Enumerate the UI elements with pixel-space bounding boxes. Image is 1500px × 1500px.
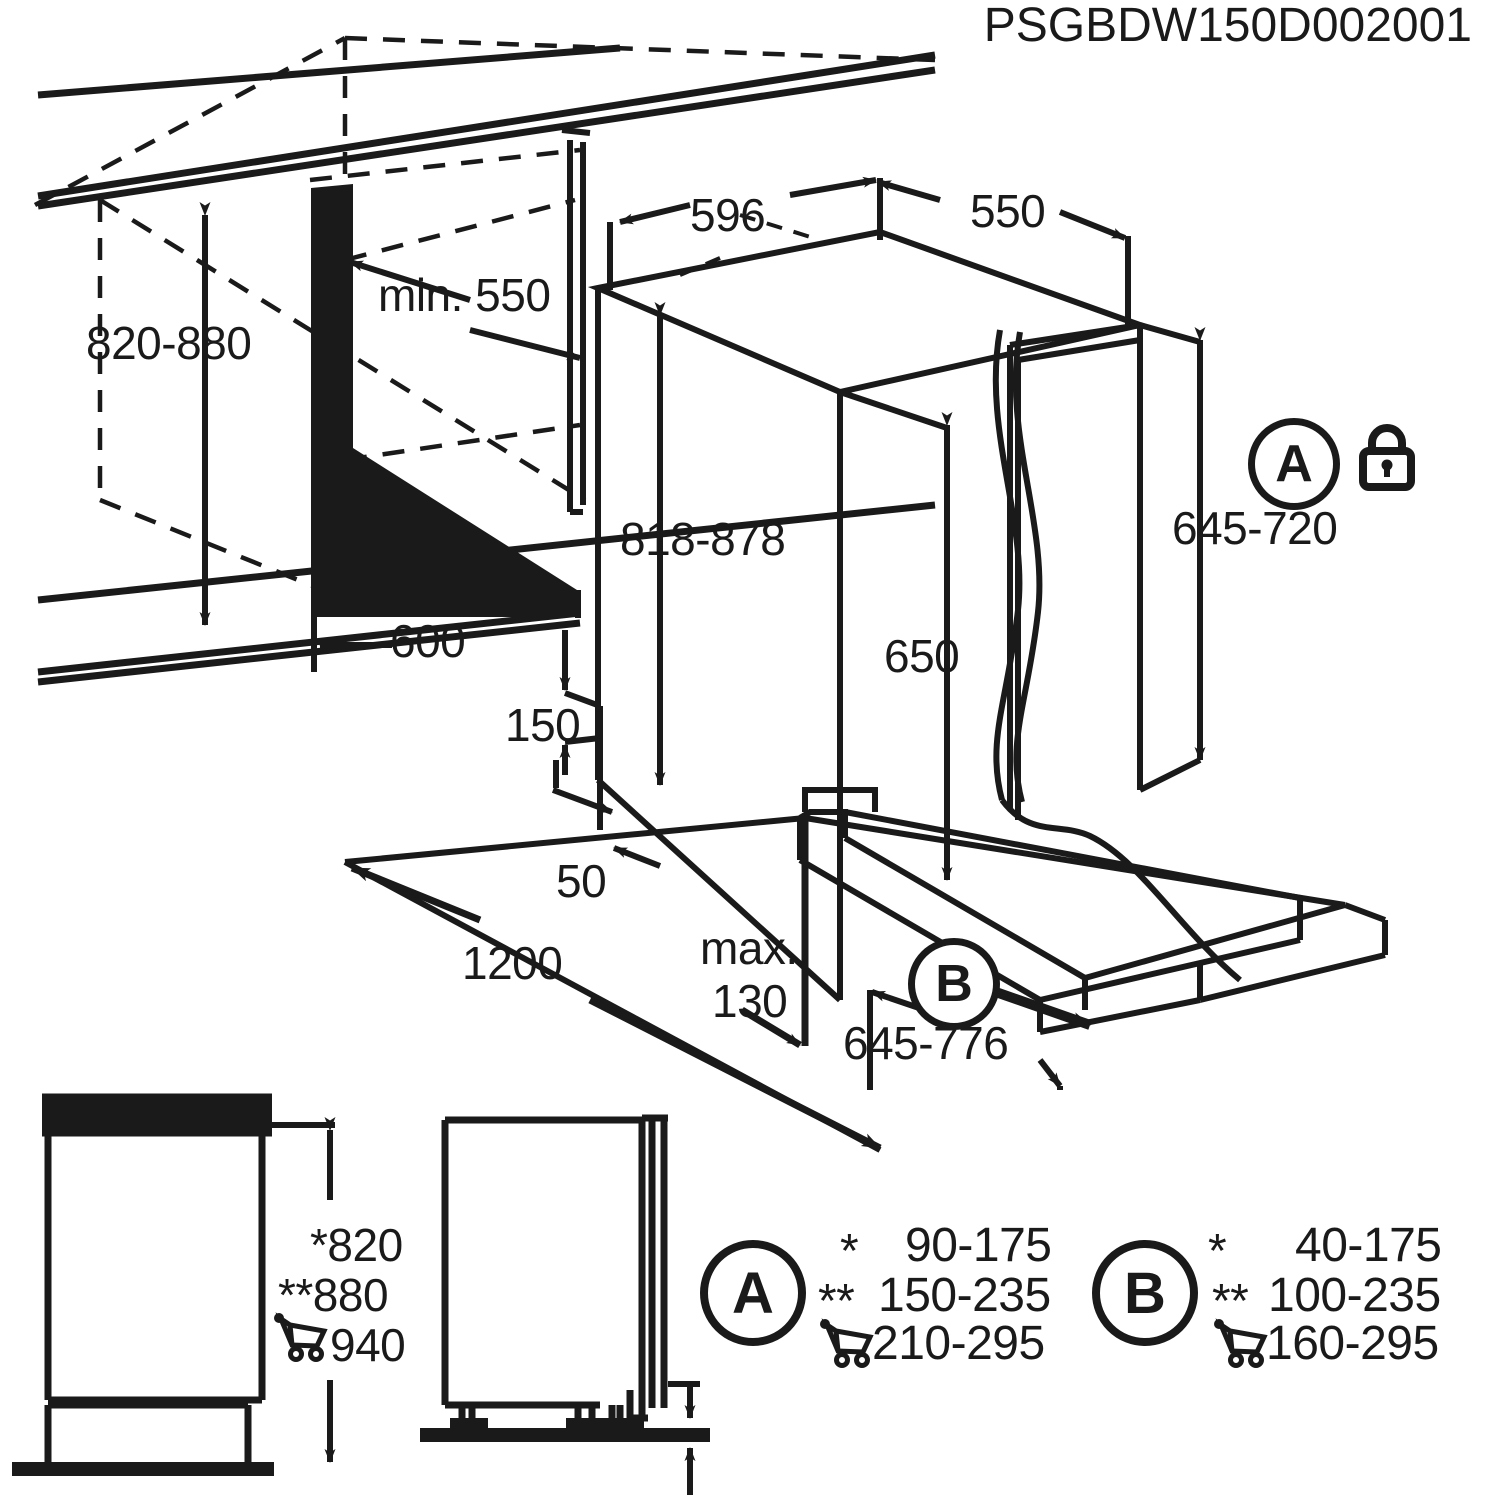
legend-b-star2: ** (1212, 1275, 1249, 1328)
dim-label-floor-width: 1200 (462, 937, 563, 989)
door-panel-edge (561, 127, 591, 515)
dim-side-height-left (265, 1117, 336, 1463)
drawing-code: PSGBDW150D002001 (983, 0, 1472, 52)
marker-a-letter: A (1275, 435, 1313, 493)
legend-a-letter: A (732, 1260, 774, 1326)
dim-door-height (839, 389, 953, 881)
dim-plinth-clearance (551, 760, 662, 869)
legend-a-value3: 210-295 (872, 1317, 1045, 1370)
side-elevation (441, 1114, 668, 1430)
wall-slab-fill (311, 184, 577, 617)
door-plate-notch (802, 787, 878, 812)
side-height-cart: 940 (330, 1319, 406, 1371)
shopping-cart-icon-legend-b (1212, 1318, 1270, 1368)
b-drag-arrow (970, 977, 1092, 1030)
niche-outline (37, 44, 936, 210)
front-elevation (42, 1093, 272, 1465)
dim-label-top-width: 596 (690, 189, 766, 241)
dim-floor-width (350, 864, 882, 1152)
legend-marker-a: A (700, 1240, 806, 1346)
appliance-side-panel (1007, 322, 1143, 820)
dim-label-panel-height: 645-720 (1172, 502, 1338, 554)
dim-label-max: max. (700, 922, 798, 974)
dim-label-body-height: 818-878 (620, 513, 786, 565)
legend-b-value1: 40-175 (1295, 1219, 1442, 1272)
shopping-cart-icon-side (272, 1312, 330, 1362)
dim-niche-depth (349, 259, 581, 361)
marker-b-main: B (908, 938, 1000, 1030)
side-height-double-star: **880 (278, 1269, 389, 1321)
dim-label-niche-height: 820-880 (86, 317, 252, 369)
legend-marker-b: B (1092, 1240, 1198, 1346)
dim-niche-width (311, 590, 581, 672)
legend-a-star2: ** (818, 1275, 855, 1328)
legend-a-value1: 90-175 (905, 1219, 1052, 1272)
lock-icon (1350, 420, 1424, 494)
legend-a-star1: * (840, 1225, 859, 1278)
shopping-cart-icon-legend-a (818, 1318, 876, 1368)
legend-a-value2: 150-235 (878, 1269, 1051, 1322)
legend-b-letter: B (1124, 1260, 1166, 1326)
dim-label-door-height: 650 (884, 630, 960, 682)
side-height-single-star: *820 (310, 1219, 403, 1271)
dim-label-niche-width: 600 (390, 615, 466, 667)
dim-top-width-depth (607, 176, 1131, 330)
legend-b-star1: * (1208, 1225, 1227, 1278)
dim-panel-height (1138, 322, 1206, 793)
dim-top-leader-dashed (679, 213, 821, 277)
dim-max-recess (740, 820, 809, 1048)
dim-a-gap (668, 1381, 700, 1495)
legend-b-value3: 160-295 (1266, 1317, 1439, 1370)
floor-line-left (12, 1462, 274, 1476)
floor-line-mid (420, 1418, 710, 1442)
dim-label-max-value: 130 (712, 975, 788, 1027)
marker-b-letter: B (935, 955, 973, 1013)
dim-label-plinth-clearance: 50 (556, 855, 607, 907)
dim-label-door-swing: 645-776 (843, 1017, 1009, 1069)
legend-b-value2: 100-235 (1268, 1269, 1441, 1322)
dim-label-top-depth: 550 (970, 185, 1046, 237)
dim-label-hinge-offset: 150 (505, 699, 581, 751)
appliance-body (587, 228, 1151, 1003)
dim-label-niche-depth: min. 550 (378, 269, 551, 321)
hose-wavy-line (992, 329, 1242, 983)
marker-a-main: A (1248, 418, 1340, 510)
